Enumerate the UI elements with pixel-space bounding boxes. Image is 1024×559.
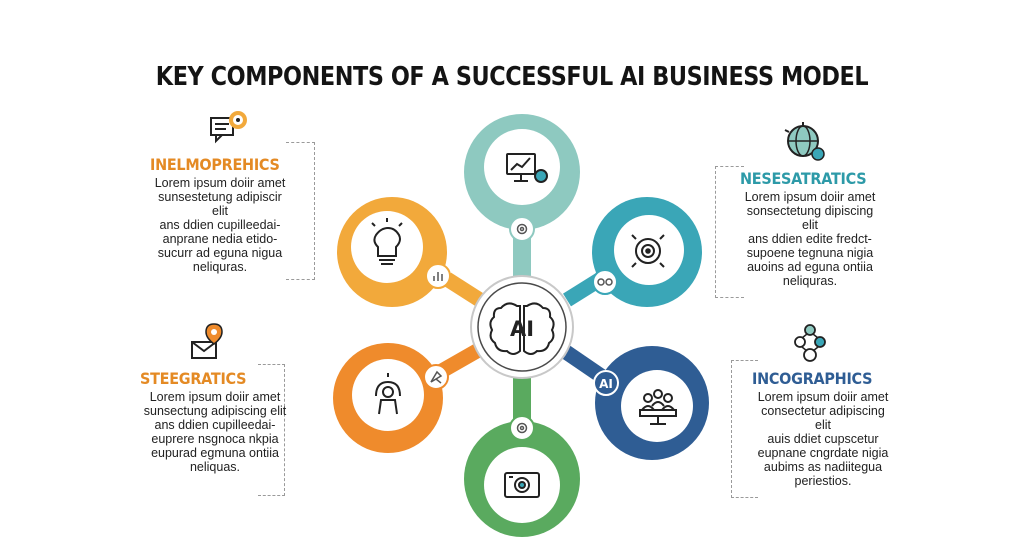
connector-bottom	[513, 374, 531, 420]
hub-label: AI	[510, 317, 534, 341]
node-upper-left	[337, 197, 451, 307]
connector-lower-left	[436, 341, 486, 379]
panel-title: NESESATRATICS	[740, 169, 867, 188]
panel-body: Lorem ipsum doiir amet consectetur adipi…	[757, 390, 889, 488]
panel-title: INELMOPREHICS	[150, 155, 280, 174]
panel-title: INCOGRAPHICS	[752, 369, 873, 388]
node-upper-right	[592, 197, 702, 307]
message-target-icon	[210, 111, 247, 144]
bracket-bottom-left	[258, 364, 285, 496]
rocket-icon	[430, 370, 443, 384]
team-meeting-icon	[639, 389, 677, 425]
connector-upper-left	[442, 272, 488, 309]
gear-small-icon	[516, 422, 528, 434]
panel-title: STEEGRATICS	[140, 369, 247, 388]
hub: AI	[470, 275, 574, 379]
node-top	[464, 114, 580, 242]
page-title: KEY COMPONENTS OF A SUCCESSFUL AI BUSINE…	[155, 62, 869, 92]
target-icon	[631, 234, 665, 268]
envelope-pin-icon	[191, 323, 223, 359]
connector-top	[513, 232, 531, 282]
network-nodes-icon	[794, 324, 826, 362]
bracket-bottom-right	[731, 360, 758, 498]
budget-camera-icon	[504, 472, 540, 498]
panel-body: Lorem ipsum doiir amet sunsestetung adip…	[154, 176, 286, 274]
gear-icon	[516, 223, 528, 235]
innovation-person-icon	[375, 373, 401, 415]
globe-network-icon	[784, 122, 825, 161]
panel-body: Lorem ipsum doiir amet sunsectung adipis…	[143, 390, 287, 474]
node-lower-right: AI	[593, 346, 709, 460]
panel-top-right: NESESATRATICS Lorem ipsum doiir amet son…	[740, 169, 880, 289]
node-bottom	[464, 415, 580, 537]
node-lower-left	[333, 343, 449, 453]
bracket-top-right	[715, 166, 744, 298]
panel-bottom-left: STEEGRATICS Lorem ipsum doiir amet sunse…	[140, 369, 290, 475]
link-icon	[597, 278, 613, 286]
chart-icon	[433, 272, 443, 281]
panel-bottom-right: INCOGRAPHICS Lorem ipsum doiir amet cons…	[752, 369, 894, 489]
bracket-top-left	[286, 142, 315, 280]
lightbulb-icon	[371, 218, 403, 265]
node-badge-ai: AI	[599, 377, 613, 391]
brain-icon	[489, 302, 555, 355]
analytics-dashboard-icon	[506, 153, 548, 183]
panel-top-left: INELMOPREHICS Lorem ipsum doiir amet sun…	[150, 155, 290, 275]
panel-body: Lorem ipsum doiir amet sonsectetung dipi…	[744, 190, 876, 288]
